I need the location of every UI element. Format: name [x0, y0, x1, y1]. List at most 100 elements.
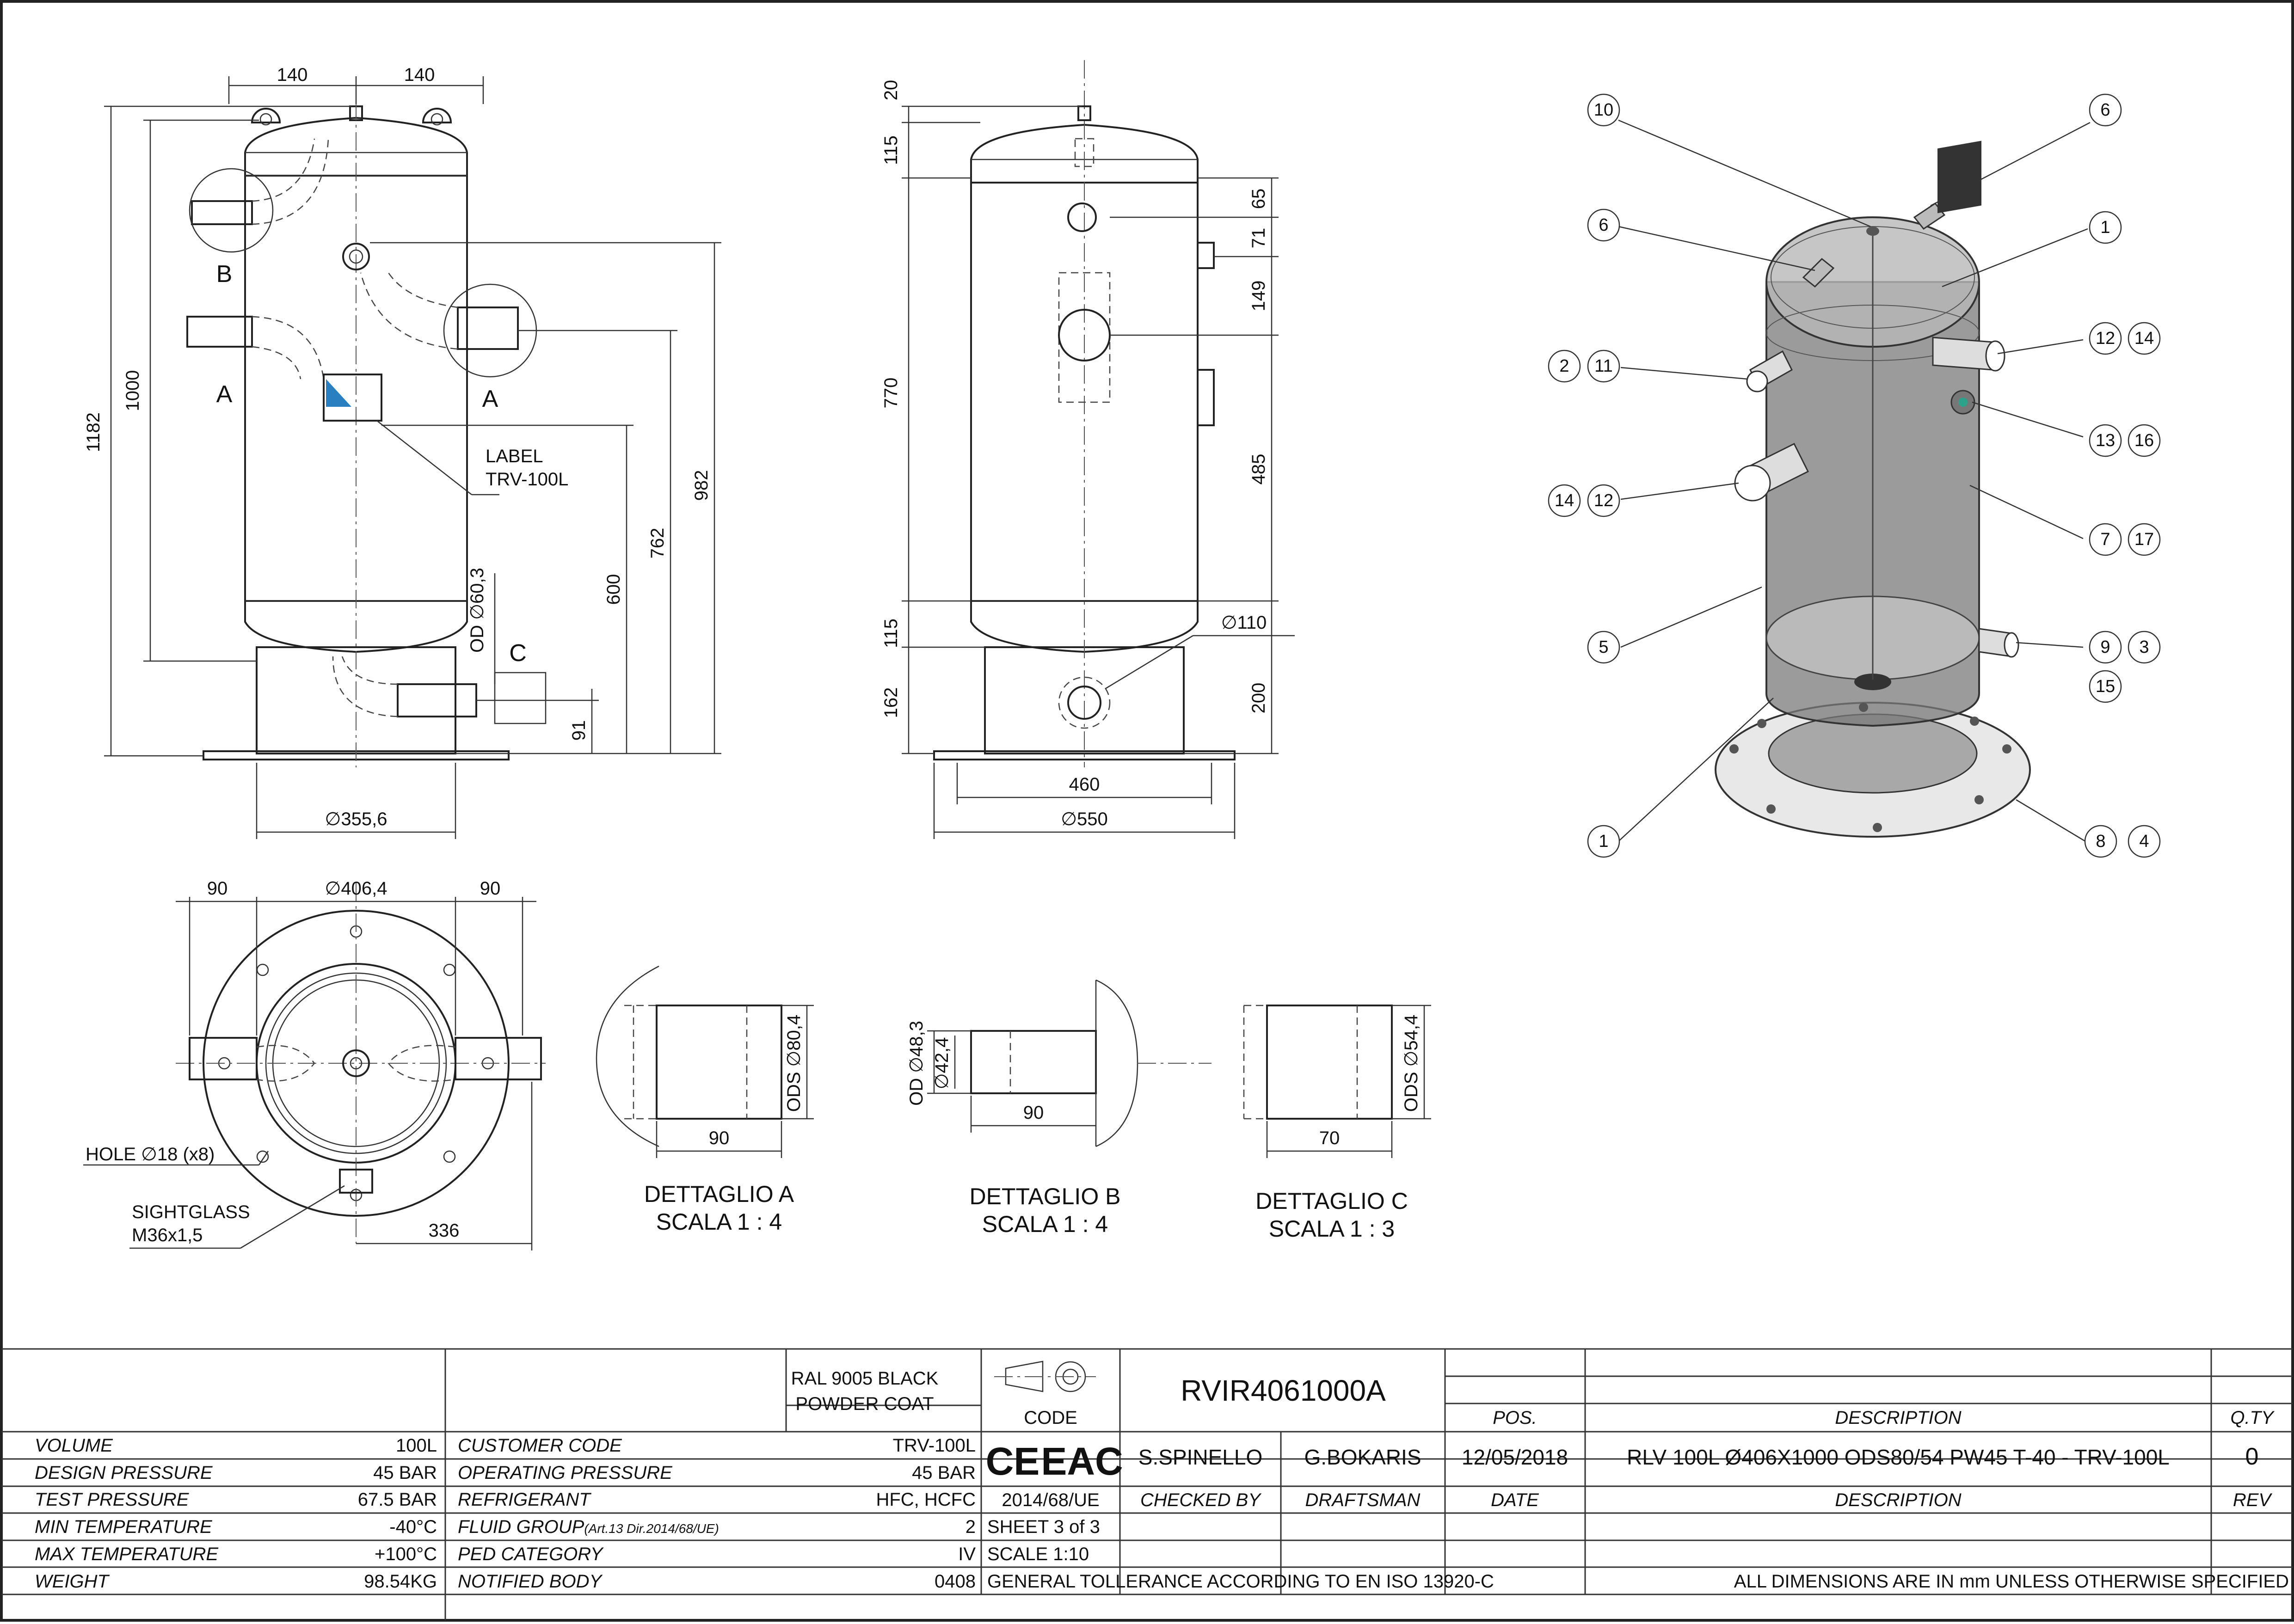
spec-label: PED CATEGORY	[458, 1544, 604, 1564]
side-sightglass	[1067, 202, 1097, 232]
specs-left: VOLUME 100L DESIGN PRESSURE 45 BAR TEST …	[35, 1435, 437, 1592]
detail-a-title: DETTAGLIO A	[644, 1181, 794, 1207]
units-note: ALL DIMENSIONS ARE IN mm UNLESS OTHERWIS…	[1734, 1571, 2289, 1592]
drawing-code: RVIR4061000A	[1181, 1374, 1386, 1407]
checked-by-label: CHECKED BY	[1140, 1490, 1262, 1510]
detail-b-circle	[189, 168, 274, 253]
dim-982: 982	[691, 470, 712, 501]
side-view: 20 115 770 115 162 65 71 149 485 200 ∅11…	[881, 60, 1295, 839]
dim-140-left: 140	[277, 65, 308, 85]
balloon-2: 2	[1559, 356, 1569, 376]
spec-value: 0408	[935, 1571, 976, 1592]
front-pipe-a-right	[457, 306, 519, 350]
isometric-view: 10 6 6 1 2 11 12 14 13 16 14 12 7 17 5 9…	[1548, 93, 2161, 858]
detail-c-pipe	[1266, 1005, 1393, 1120]
rev-value: 0	[2245, 1443, 2259, 1470]
side-pipe-c	[1067, 686, 1101, 720]
detail-a-pipe	[656, 1005, 782, 1120]
detail-c: ODS ∅54,4 70 DETTAGLIO C SCALA 1 : 3	[1243, 1005, 1431, 1242]
specs-right: CUSTOMER CODE TRV-100L OPERATING PRESSUR…	[458, 1435, 976, 1592]
spec-value: 45 BAR	[373, 1463, 437, 1483]
detail-a-dia: ODS ∅80,4	[784, 1015, 804, 1112]
detail-a-tag-right: A	[482, 386, 498, 412]
directive: 2014/68/UE	[1002, 1490, 1099, 1510]
top-base-plate	[203, 910, 510, 1217]
title-block: RAL 9005 BLACK POWDER COAT CODE RVIR4061…	[1, 1348, 2293, 1620]
spec-value: 67.5 BAR	[358, 1489, 437, 1510]
dim-71: 71	[1248, 228, 1269, 249]
detail-b: OD ∅48,3 ∅42,4 90 DETTAGLIO B SCALA 1 : …	[906, 979, 1212, 1237]
date-value: 12/05/2018	[1462, 1445, 1568, 1469]
dim-1182: 1182	[83, 412, 104, 452]
detail-b-tag: B	[216, 261, 233, 288]
balloon-3: 3	[2139, 637, 2149, 657]
dim-336: 336	[429, 1220, 460, 1241]
tolerance-note: GENERAL TOLLERANCE ACCORDING TO EN ISO 1…	[987, 1571, 1494, 1592]
finish-line-1: RAL 9005 BLACK	[791, 1368, 939, 1389]
detail-a: ODS ∅80,4 90 DETTAGLIO A SCALA 1 : 4	[596, 965, 814, 1235]
ce-eac-marks: CE EAC	[986, 1440, 1123, 1483]
detail-c-box	[494, 672, 547, 724]
draftsman-name: G.BOKARIS	[1304, 1445, 1421, 1469]
checked-by-name: S.SPINELLO	[1138, 1445, 1262, 1469]
spec-value: 100L	[396, 1435, 437, 1456]
balloon-7: 7	[2100, 530, 2110, 549]
detail-b-scale: SCALA 1 : 4	[982, 1211, 1108, 1237]
detail-b-len: 90	[1023, 1103, 1044, 1123]
balloon-14-right: 14	[2134, 329, 2154, 348]
dim-770: 770	[881, 378, 901, 409]
detail-c-len: 70	[1319, 1128, 1340, 1148]
eac-mark: EAC	[1041, 1440, 1123, 1483]
spec-label: DESIGN PRESSURE	[35, 1463, 213, 1483]
spec-label: FLUID GROUP(Art.13 Dir.2014/68/UE)	[458, 1517, 719, 1537]
spec-label: REFRIGERANT	[458, 1489, 591, 1510]
front-pipe-c	[397, 683, 477, 717]
balloon-6-top: 6	[2100, 100, 2110, 120]
dim-149: 149	[1248, 281, 1269, 312]
top-view: 90 ∅406,4 90 336 HOLE ∅18 (x8) SIGHTGLAS…	[83, 878, 546, 1250]
balloon-1-top: 1	[2100, 218, 2110, 237]
dim-550: ∅550	[1061, 809, 1108, 829]
side-base-plate	[933, 750, 1236, 760]
drawing-scale: SCALE 1:10	[987, 1544, 1089, 1564]
hole-note: HOLE ∅18 (x8)	[86, 1144, 215, 1164]
spec-value: +100°C	[375, 1544, 437, 1564]
sightglass-note-1: SIGHTGLASS	[132, 1202, 250, 1222]
detail-b-id: ∅42,4	[932, 1037, 952, 1090]
draftsman-label: DRAFTSMAN	[1305, 1490, 1421, 1510]
dim-65: 65	[1248, 189, 1269, 209]
dim-762: 762	[647, 528, 668, 559]
dim-200: 200	[1248, 683, 1269, 714]
dim-485: 485	[1248, 454, 1269, 485]
dim-20: 20	[881, 80, 901, 101]
balloon-8: 8	[2096, 832, 2105, 851]
balloon-11: 11	[1594, 356, 1612, 376]
spec-value: 45 BAR	[912, 1463, 976, 1483]
balloon-16: 16	[2134, 431, 2154, 450]
front-sightglass	[342, 243, 370, 270]
balloon-10: 10	[1594, 100, 1613, 120]
description-value: RLV 100L Ø406X1000 ODS80/54 PW45 T-40 - …	[1627, 1445, 2170, 1469]
spec-label: TEST PRESSURE	[35, 1489, 190, 1510]
finish-line-2: POWDER COAT	[795, 1394, 934, 1414]
spec-value: -40°C	[389, 1517, 437, 1537]
spec-label: VOLUME	[35, 1435, 113, 1456]
dim-od-60: OD ∅60,3	[467, 568, 487, 653]
balloon-12-left: 12	[1594, 491, 1613, 510]
detail-c-title: DETTAGLIO C	[1255, 1188, 1408, 1214]
front-pipe-a-left	[186, 316, 253, 348]
dim-1000: 1000	[123, 370, 143, 411]
dim-115-top: 115	[881, 135, 901, 165]
code-label: CODE	[1024, 1408, 1077, 1428]
front-pipe-b	[191, 200, 253, 225]
detail-a-tag-left: A	[216, 381, 233, 408]
balloon-9: 9	[2100, 637, 2110, 657]
top-sightglass	[339, 1169, 373, 1194]
rev-label: REV	[2233, 1490, 2273, 1510]
sightglass-note-2: M36x1,5	[132, 1225, 203, 1245]
balloon-6-left: 6	[1599, 215, 1608, 235]
dim-162: 162	[881, 687, 901, 718]
